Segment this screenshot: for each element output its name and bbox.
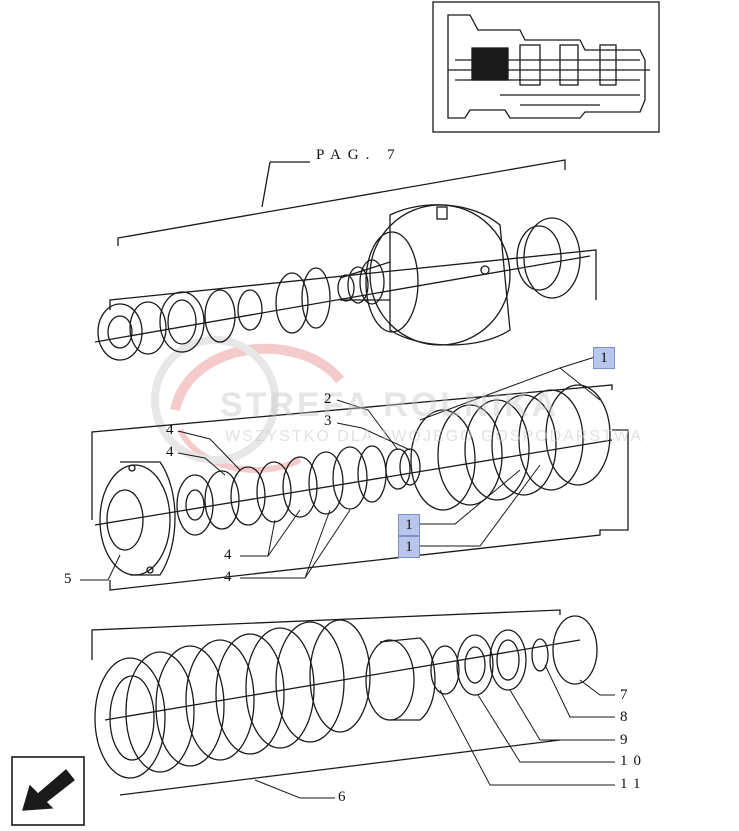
location-thumbnail [432, 1, 660, 133]
callout-8: 8 [620, 709, 630, 725]
middle-assembly [91, 384, 629, 591]
callout-1-mid[interactable]: 1 [398, 514, 420, 536]
callout-1-low[interactable]: 1 [398, 536, 420, 558]
callout-7: 7 [620, 687, 630, 703]
nav-arrow-icon[interactable] [11, 756, 85, 826]
leader-lines [80, 356, 615, 799]
callout-9: 9 [620, 732, 630, 748]
page-ref-label: PAG. 7 [316, 147, 402, 163]
page-ref-bracket [117, 159, 566, 246]
callout-5: 5 [64, 571, 74, 587]
callout-10: 10 [620, 753, 647, 769]
callout-6: 6 [338, 789, 348, 805]
callout-4-d: 4 [224, 569, 234, 585]
callout-11: 11 [620, 776, 647, 792]
callout-1-top[interactable]: 1 [593, 347, 615, 369]
lower-assembly [91, 609, 598, 796]
callout-3: 3 [324, 413, 334, 429]
callout-4-c: 4 [224, 547, 234, 563]
watermark-tagline: WSZYSTKO DLA TWOJEGO GOSPODARSTWA [225, 428, 644, 445]
upper-assembly [94, 204, 597, 361]
callout-4-a: 4 [166, 422, 176, 438]
watermark-brand: STREFA ROLNIKA [220, 386, 560, 424]
callout-2: 2 [324, 391, 334, 407]
callout-4-b: 4 [166, 444, 176, 460]
